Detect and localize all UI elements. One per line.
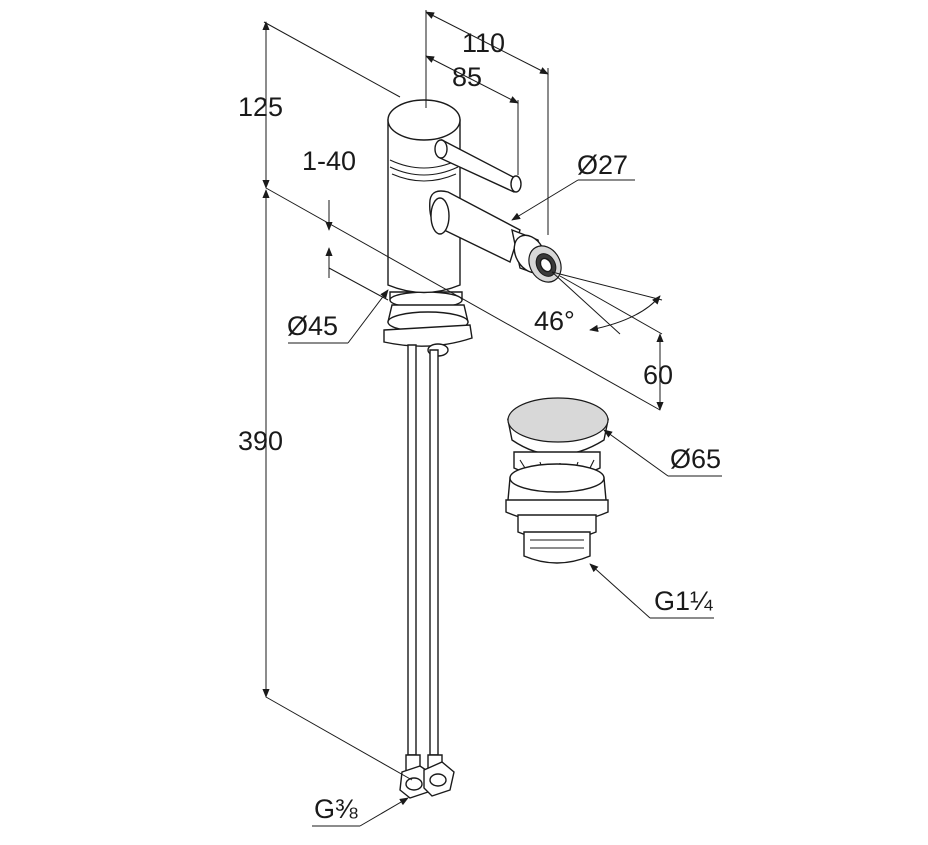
label-1-40: 1-40 xyxy=(302,146,356,176)
label-110: 110 xyxy=(462,28,505,58)
spout xyxy=(429,190,562,283)
label-d27: Ø27 xyxy=(577,150,628,180)
dimension-lines xyxy=(262,10,722,827)
label-85: 85 xyxy=(452,62,482,92)
label-390: 390 xyxy=(238,426,283,456)
label-d65: Ø65 xyxy=(670,444,721,474)
mixer-body xyxy=(387,99,463,309)
supply-hoses xyxy=(399,344,455,799)
label-g1-1-4: G1¼ xyxy=(654,586,713,616)
label-125: 125 xyxy=(238,92,283,122)
lever-handle xyxy=(434,138,522,193)
label-g3-8: G⅜ xyxy=(314,794,358,824)
label-60: 60 xyxy=(643,360,673,390)
popup-waste xyxy=(505,397,610,564)
mounting-assembly xyxy=(383,304,473,357)
label-46deg: 46° xyxy=(534,306,575,336)
label-d45: Ø45 xyxy=(287,311,338,341)
dimension-labels: 110 85 125 1-40 Ø27 Ø45 46° 60 Ø65 390 G… xyxy=(238,28,721,824)
